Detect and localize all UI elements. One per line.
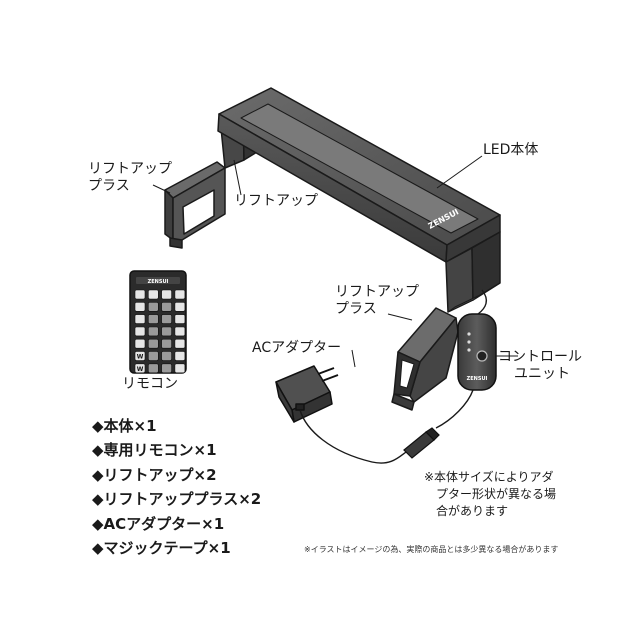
label-line: コントロール bbox=[498, 349, 582, 365]
remote-key bbox=[148, 301, 159, 312]
contents-item: ◆リフトアップ×2 bbox=[92, 465, 217, 484]
remote-key bbox=[148, 338, 159, 349]
contents-item: ◆本体×1 bbox=[92, 417, 157, 435]
label-line: リフトアップ bbox=[335, 284, 419, 300]
remote-key bbox=[134, 314, 146, 324]
remote-key bbox=[174, 314, 186, 324]
note-line: ※本体サイズによりアダ bbox=[424, 470, 554, 484]
note-line: 合があります bbox=[436, 504, 509, 518]
remote-key-label: W bbox=[137, 354, 144, 361]
label-lift-up: リフトアップ bbox=[234, 193, 318, 209]
label-line: プラス bbox=[88, 178, 130, 194]
ac-adapter bbox=[275, 365, 339, 423]
label-lift-up-plus-left: リフトアップ プラス bbox=[88, 161, 172, 195]
contents-item: ◆マジックテープ×1 bbox=[92, 539, 231, 558]
remote-key bbox=[134, 301, 146, 312]
note-line: プター形状が異なる場 bbox=[436, 487, 557, 501]
remote-key bbox=[174, 351, 186, 361]
remote-key-label: W bbox=[137, 366, 144, 373]
remote-key bbox=[161, 338, 172, 349]
svg-text:ZENSUI: ZENSUI bbox=[467, 376, 488, 382]
remote-key bbox=[134, 326, 146, 337]
remote-key bbox=[174, 338, 186, 349]
remote-key bbox=[148, 326, 159, 337]
remote-key bbox=[134, 363, 146, 374]
remote-key bbox=[161, 301, 172, 312]
remote-key bbox=[148, 363, 159, 374]
body-cable bbox=[477, 289, 488, 315]
contents-item: ◆専用リモコン×1 bbox=[92, 441, 217, 460]
remote-key bbox=[148, 314, 159, 324]
lift-up-plus-right-part bbox=[391, 307, 459, 411]
remote-key bbox=[161, 289, 172, 300]
label-line: リフトアップ bbox=[88, 161, 172, 177]
remote-key bbox=[148, 289, 159, 300]
contents-item: ◆ACアダプター×1 bbox=[92, 514, 225, 533]
remote-key bbox=[161, 314, 172, 324]
svg-text:ZENSUI: ZENSUI bbox=[148, 279, 169, 285]
remote-key bbox=[161, 363, 172, 374]
remote-key bbox=[174, 289, 186, 300]
lift-up-plus-left-part bbox=[164, 161, 226, 249]
remote-key bbox=[174, 326, 186, 337]
contents-item: ◆リフトアッププラス×2 bbox=[92, 490, 262, 509]
remote-key bbox=[161, 326, 172, 337]
led-main-body bbox=[217, 87, 501, 313]
cable-connector bbox=[403, 427, 440, 459]
remote-keypad: WW bbox=[134, 289, 186, 374]
remote-key bbox=[174, 301, 186, 312]
remote-key bbox=[134, 351, 146, 361]
leader-lines bbox=[152, 155, 518, 368]
illustration-disclaimer: ※イラストはイメージの為、実際の商品とは多少異なる場合があります bbox=[304, 545, 559, 554]
label-remote: リモコン bbox=[122, 376, 178, 392]
label-line: プラス bbox=[335, 301, 377, 317]
label-line: ユニット bbox=[514, 366, 570, 382]
label-lift-up-plus-right: リフトアップ プラス bbox=[335, 284, 419, 318]
remote-key bbox=[161, 351, 172, 361]
label-ac-adapter: ACアダプター bbox=[252, 340, 342, 356]
adapter-shape-note: ※本体サイズによりアダ プター形状が異なる場 合があります bbox=[424, 469, 556, 520]
label-control-unit: コントロール ユニット bbox=[496, 349, 582, 383]
package-contents-list: ◆本体×1 ◆専用リモコン×1 ◆リフトアップ×2 ◆リフトアッププラス×2 ◆… bbox=[92, 414, 261, 560]
remote-key bbox=[174, 363, 186, 374]
remote-key bbox=[148, 351, 159, 361]
label-led-body: LED本体 bbox=[483, 142, 539, 158]
remote-key bbox=[134, 289, 146, 300]
control-unit: ZENSUI bbox=[457, 313, 497, 391]
remote-key bbox=[134, 338, 146, 349]
power-cable bbox=[299, 389, 474, 464]
